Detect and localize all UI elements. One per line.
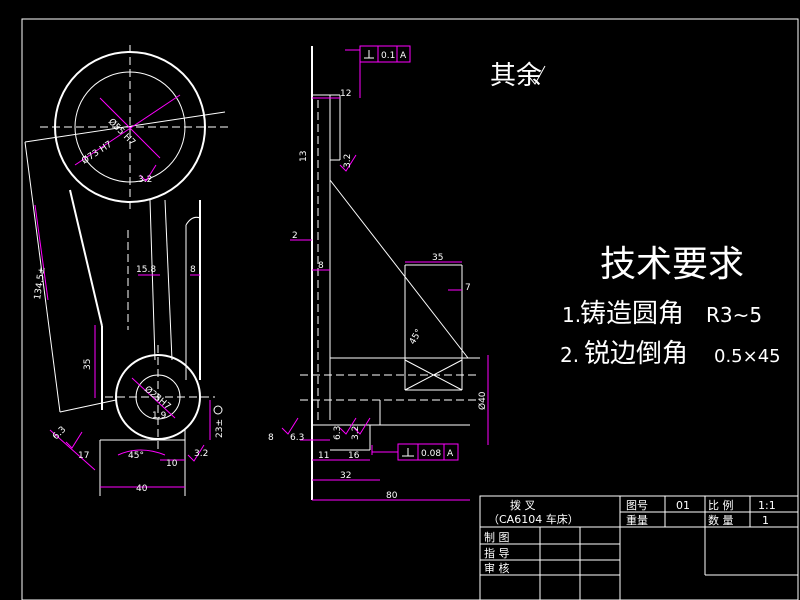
tolerance-bottom-value: 0.08 [421, 449, 441, 459]
dim-6-3-side: 6.3 [290, 433, 304, 443]
requirement-1-value: R3~5 [706, 303, 762, 327]
dim-12: 12 [340, 89, 351, 99]
dim-8-bottom: 8 [268, 433, 274, 443]
dim-7: 7 [465, 283, 471, 293]
dim-l134: 134.5± [33, 266, 48, 300]
dim-roughness-side: 3.2 [343, 154, 353, 168]
dim-80: 80 [386, 491, 398, 501]
tolerance-top-value: 0.1 [381, 51, 395, 61]
dim-8-side: 8 [318, 261, 324, 271]
surface-note: 其余 [490, 61, 542, 91]
dim-1-9: 1.9 [152, 411, 167, 421]
tolerance-bottom-ref: A [447, 449, 454, 459]
quantity-label: 数 量 [708, 514, 734, 527]
tolerance-frame-bottom [397, 443, 459, 461]
requirement-2-number: 2. [560, 343, 579, 367]
drawing-frame [21, 18, 799, 600]
quantity-value: 1 [762, 514, 769, 527]
scale-label: 比 例 [708, 498, 734, 512]
title-block: 拨 叉 （CA6104 车床） 图号 01 比 例 1:1 重量 数 量 1 制… [479, 495, 799, 600]
dim-16: 16 [348, 451, 360, 461]
dim-11: 11 [318, 451, 329, 461]
dim-35-vertical: 35 [83, 359, 93, 370]
dim-17: 17 [78, 451, 89, 461]
dim-roughness-3-2: 3.2 [194, 449, 208, 459]
tolerance-top-ref: A [400, 51, 407, 61]
tolerance-frame-top [359, 45, 411, 63]
dim-23: 23± [215, 419, 225, 438]
side-view: 0.1 A 0.08 A 12 13 3.2 2 8 35 7 45° Ø40 … [268, 45, 489, 501]
dim-roughness-32: 3.2 [138, 175, 152, 185]
dim-13: 13 [299, 151, 309, 162]
machine-model: （CA6104 车床） [488, 512, 579, 526]
drawing-number-label: 图号 [626, 499, 648, 512]
requirement-2-text: 锐边倒角 [584, 339, 688, 369]
dim-d73: Ø73 H7 [80, 139, 114, 167]
requirement-1-number: 1. [562, 303, 581, 327]
guided-by-label: 指 导 [484, 546, 510, 560]
dim-d25: Ø25H7 [142, 384, 173, 412]
dim-d40: Ø40 [477, 391, 488, 410]
requirement-2-value: 0.5×45 [714, 346, 781, 367]
front-view: Ø55 H7 Ø73 H7 3.2 134.5± 35 15.8 8 Ø25H7… [24, 45, 230, 496]
dim-10: 10 [166, 459, 178, 469]
dim-45deg: 45° [128, 451, 144, 461]
dim-6-3: 6.3 [51, 425, 68, 442]
dim-40: 40 [136, 484, 148, 494]
requirement-1-text: 铸造圆角 [580, 299, 684, 329]
dim-2: 2 [292, 231, 298, 241]
checked-by-label: 审 核 [484, 561, 510, 575]
drawing-number: 01 [676, 499, 690, 512]
part-name: 拨 叉 [510, 498, 536, 512]
dim-3-2-vert: 3.2 [351, 426, 361, 440]
dim-45deg-side: 45° [408, 328, 425, 347]
dim-6-3-vert: 6.3 [333, 426, 343, 440]
small-boss-outer [115, 354, 201, 440]
scale-value: 1:1 [758, 499, 776, 512]
dim-15-8: 15.8 [136, 265, 156, 275]
dim-32: 32 [340, 471, 351, 481]
dim-8: 8 [190, 265, 196, 275]
drawn-by-label: 制 图 [484, 531, 510, 544]
weight-label: 重量 [626, 513, 648, 527]
tech-requirements-title: 技术要求 [600, 244, 744, 285]
dim-35-side: 35 [432, 253, 443, 263]
